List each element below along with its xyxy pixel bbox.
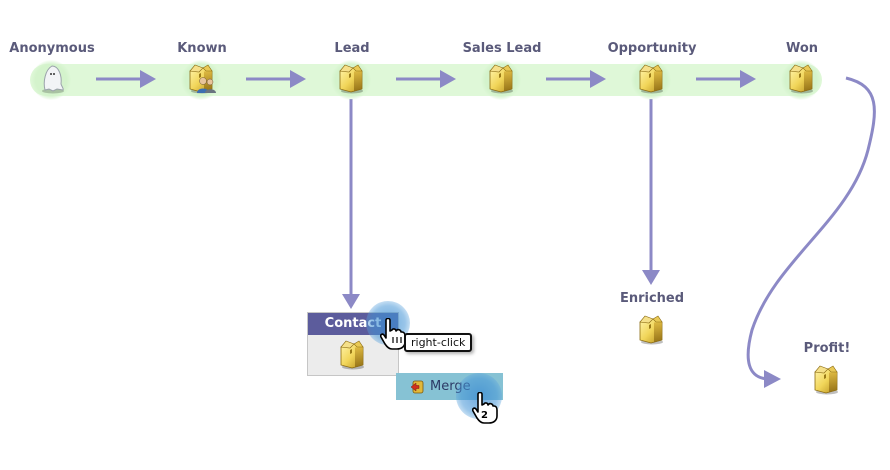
merge-icon: [410, 380, 424, 393]
stage-label-lead: Lead: [334, 41, 370, 56]
stage-label-won: Won: [785, 41, 819, 56]
arrowhead: [290, 70, 306, 88]
arrowhead: [590, 70, 606, 88]
stage-label-profit: Profit!: [803, 341, 851, 356]
arrowhead: [740, 70, 756, 88]
right-click-tooltip: right-click: [404, 333, 473, 352]
ghost-icon[interactable]: [37, 62, 67, 94]
arrowhead: [140, 70, 156, 88]
hand-cursor-icon: [380, 318, 406, 350]
stage-label-anonymous: Anonymous: [9, 41, 95, 56]
arrowhead: [642, 270, 660, 285]
stage-label-opportunity: Opportunity: [607, 41, 697, 56]
arrowhead: [342, 294, 360, 309]
arrowhead: [764, 370, 781, 388]
box-icon[interactable]: [786, 62, 816, 94]
stage-label-known: Known: [177, 41, 227, 56]
box-icon[interactable]: [636, 313, 666, 345]
box-people-icon[interactable]: [186, 62, 216, 94]
box-icon[interactable]: [486, 62, 516, 94]
stage-label-sales-lead: Sales Lead: [462, 41, 542, 56]
step-number: 2: [481, 410, 488, 421]
arrow-won-profit: [746, 76, 876, 381]
arrowhead: [440, 70, 456, 88]
box-icon[interactable]: [336, 62, 366, 94]
box-icon: [337, 338, 367, 370]
box-icon[interactable]: [811, 363, 841, 395]
stage-label-enriched: Enriched: [619, 291, 685, 306]
box-icon[interactable]: [636, 62, 666, 94]
hand-cursor-icon: [472, 392, 498, 424]
